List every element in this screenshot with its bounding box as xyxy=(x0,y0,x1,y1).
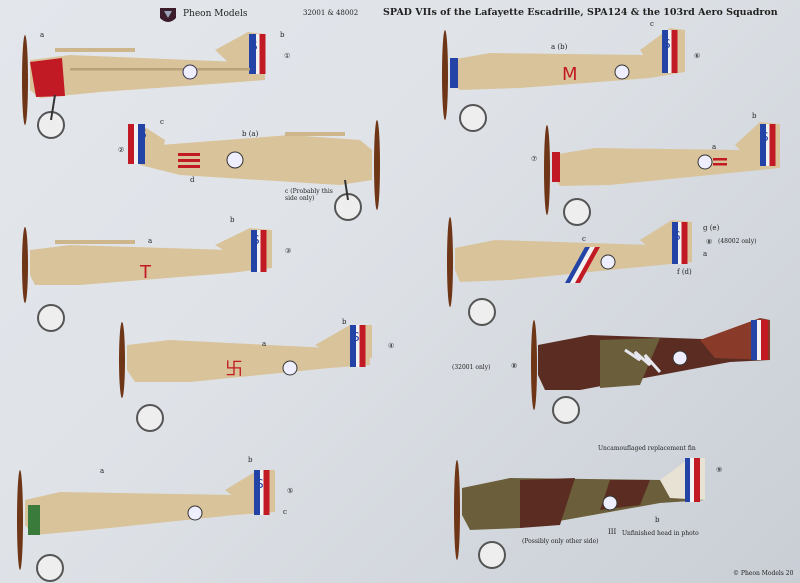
profile-5-number: ⑤ xyxy=(287,487,294,495)
p2-note: c (Probably this side only) xyxy=(285,188,333,202)
svg-text:T: T xyxy=(139,262,152,283)
svg-text:S: S xyxy=(256,477,264,491)
p4-label-a: a xyxy=(262,340,267,348)
p10-note-left: (Possibly only other side) xyxy=(522,538,599,545)
profile-9-number: ⑧ xyxy=(511,362,518,370)
svg-text:S: S xyxy=(761,130,769,144)
profile-9-aircraft xyxy=(531,318,770,424)
p5-label-a: a xyxy=(100,467,105,475)
p7-label-b: b xyxy=(752,112,757,120)
profile-4-number: ④ xyxy=(388,342,395,350)
p5-label-c: c xyxy=(283,508,287,516)
p1-label-b: b xyxy=(280,31,285,39)
svg-text:S: S xyxy=(252,233,260,247)
svg-text:S: S xyxy=(139,127,147,141)
svg-text:S: S xyxy=(352,330,360,344)
svg-text:S: S xyxy=(250,39,258,53)
profile-3-number: ③ xyxy=(285,247,292,255)
p10-label-b: b xyxy=(655,516,660,524)
svg-text:S: S xyxy=(673,229,681,243)
profile-10-number: ⑨ xyxy=(716,466,723,474)
p10-mark: III xyxy=(608,528,617,536)
svg-text:卐: 卐 xyxy=(225,359,243,380)
p10-note-bottom: Unfinished head in photo xyxy=(622,530,699,537)
profile-1-aircraft: S xyxy=(22,32,266,139)
p5-label-b: b xyxy=(248,456,253,464)
p8-label-f: f (d) xyxy=(677,268,692,276)
p2-label-d: d xyxy=(190,176,195,184)
p4-label-b: b xyxy=(342,318,347,326)
profile-4-aircraft: S 卐 xyxy=(119,322,372,432)
profile-6-number: ⑥ xyxy=(694,52,701,60)
product-codes: 32001 & 48002 xyxy=(303,9,359,17)
svg-text:M: M xyxy=(562,64,578,85)
p6-label-a: a (b) xyxy=(551,43,568,51)
profile-3-aircraft: S T xyxy=(22,227,272,332)
profile-2-aircraft: S xyxy=(128,120,380,221)
profile-7-number: ⑦ xyxy=(531,155,538,163)
p6-label-c: c xyxy=(650,20,654,28)
p8-label-g: g (e) xyxy=(703,224,720,232)
p9-note: (32001 only) xyxy=(452,364,491,371)
p8-label-a: a xyxy=(703,250,708,258)
profile-1-number: ① xyxy=(284,52,291,60)
copyright: © Pheon Models 20 xyxy=(733,570,794,577)
p8-label-c: c xyxy=(582,235,586,243)
profile-5-aircraft: S xyxy=(17,470,275,582)
p3-label-b: b xyxy=(230,216,235,224)
profile-6-aircraft: S M xyxy=(442,28,685,132)
sheet-title: SPAD VIIs of the Lafayette Escadrille, S… xyxy=(383,7,778,18)
p7-label-a: a xyxy=(712,143,717,151)
brand-name: Pheon Models xyxy=(183,9,248,19)
profile-2-number: ② xyxy=(118,146,125,154)
p2-label-b: b (a) xyxy=(242,130,259,138)
svg-text:S: S xyxy=(663,37,671,51)
p10-note-top: Uncamouflaged replacement fin xyxy=(598,445,696,452)
profile-7-aircraft: S xyxy=(544,122,780,226)
p8-note: (48002 only) xyxy=(718,238,757,245)
p2-label-c: c xyxy=(160,118,164,126)
profile-8-aircraft: S xyxy=(447,217,692,326)
profile-8-number: ⑧ xyxy=(706,238,713,246)
p1-label-a: a xyxy=(40,31,45,39)
p3-label-a: a xyxy=(148,237,153,245)
profile-10-aircraft xyxy=(454,458,705,569)
